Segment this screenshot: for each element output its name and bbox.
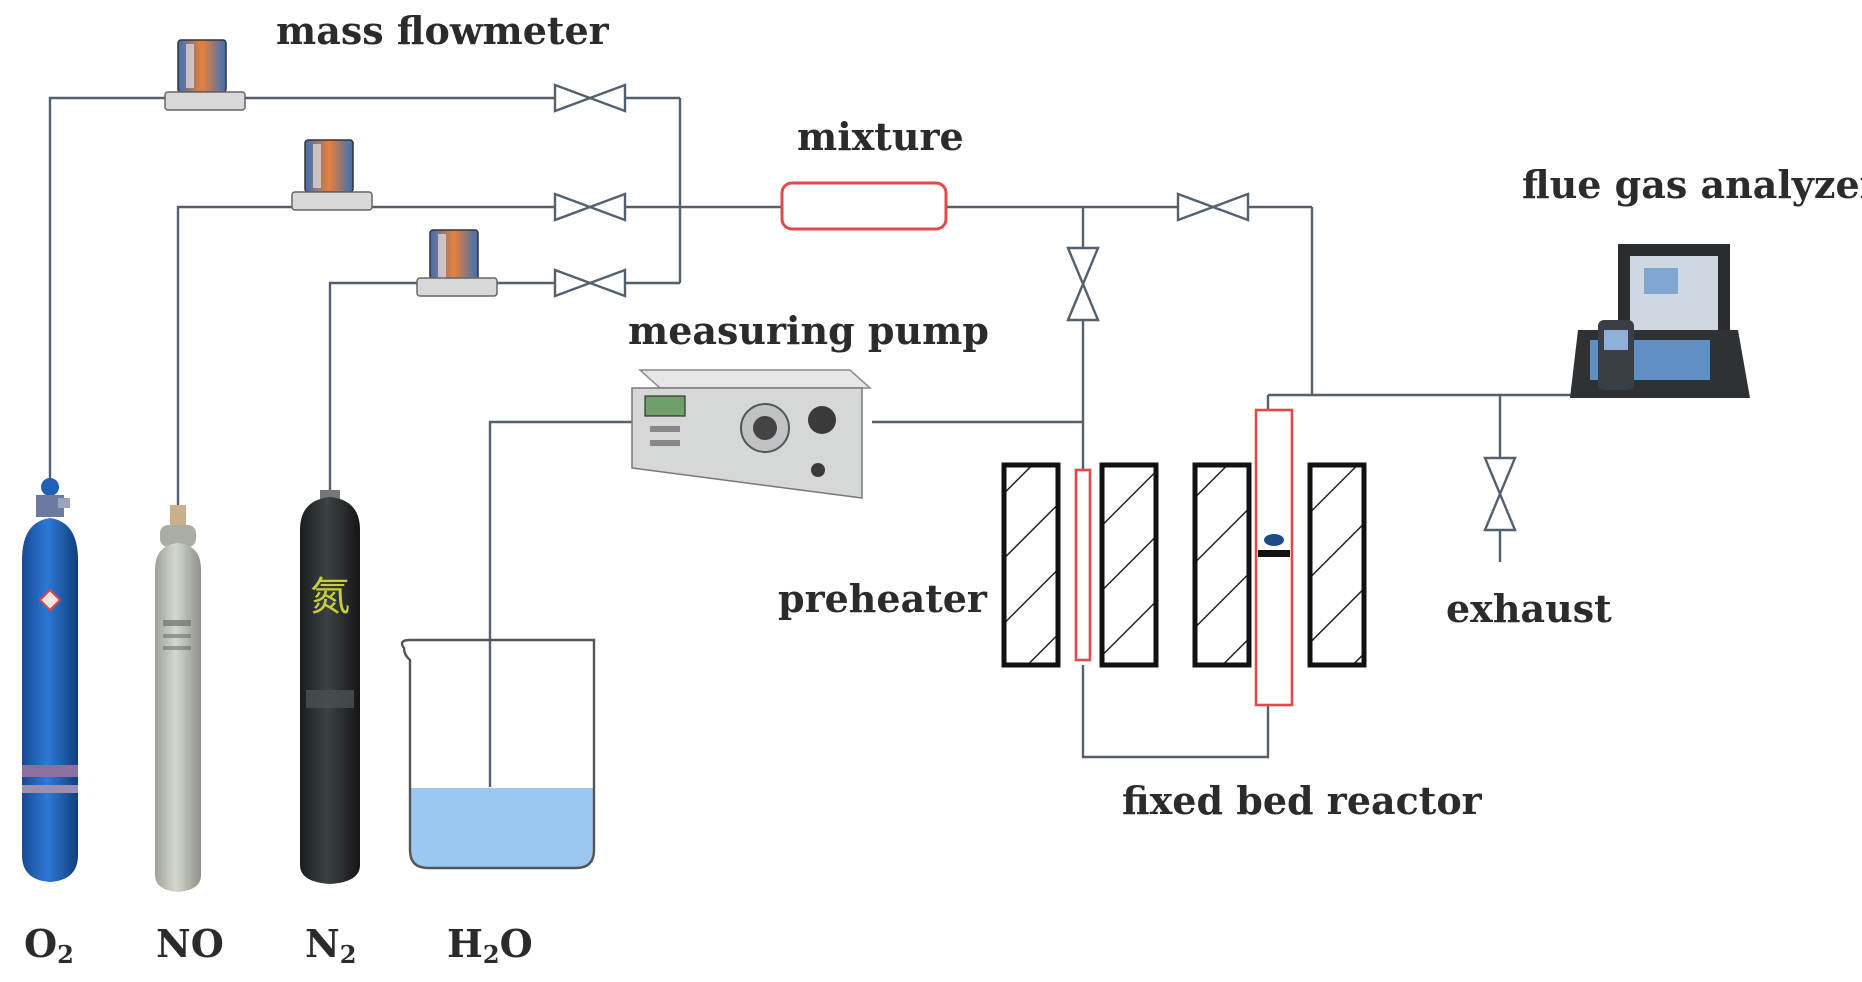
label-preheater: preheater [778, 576, 987, 621]
mass-flowmeter-no [291, 139, 373, 211]
valve-no-line [553, 192, 627, 222]
label-h2o: H2O [447, 925, 533, 967]
h2o-tail: O [499, 921, 533, 966]
label-o2: O2 [24, 925, 74, 967]
mass-flowmeter-n2 [416, 229, 498, 297]
h2o-subscript: 2 [482, 940, 500, 969]
o2-cylinder [22, 478, 78, 882]
n2-subscript: 2 [339, 940, 357, 969]
label-exhaust: exhaust [1446, 586, 1612, 631]
catalyst-sample [1264, 534, 1284, 546]
label-flue-gas-analyzer: flue gas analyzer [1522, 162, 1862, 207]
no-base: NO [156, 921, 224, 966]
n2-base: N [305, 921, 340, 966]
preheater-tube [1074, 468, 1092, 662]
reactor-furnace-left [1192, 462, 1252, 668]
piping [48, 96, 1578, 787]
label-measuring-pump: measuring pump [628, 308, 989, 353]
n2-cylinder [300, 490, 360, 884]
label-n2: N2 [305, 925, 356, 967]
valve-o2-line [553, 83, 627, 113]
preheater-furnace-left [1001, 462, 1061, 668]
no-cylinder [155, 505, 201, 892]
valve-preheater-feed [1066, 246, 1100, 322]
o2-base: O [24, 921, 58, 966]
flue-gas-analyzer [1570, 244, 1750, 398]
o2-subscript: 2 [57, 940, 74, 969]
valve-exhaust [1483, 456, 1517, 532]
n2-cylinder-glyph: 氮 [310, 574, 350, 620]
h2o-base: H [447, 921, 483, 966]
label-mass-flowmeter: mass flowmeter [276, 8, 609, 53]
valve-bypass [1176, 192, 1250, 222]
preheater-furnace-right [1099, 462, 1159, 668]
measuring-pump [631, 369, 872, 499]
label-mixture: mixture [797, 114, 964, 159]
valve-n2-line [553, 268, 627, 298]
label-no: NO [156, 925, 224, 963]
catalyst-bed [1258, 550, 1290, 557]
mixture-vessel [780, 181, 948, 231]
water-beaker [400, 638, 596, 870]
reactor-tube [1254, 408, 1294, 707]
mass-flowmeter-o2 [164, 39, 246, 111]
label-fixed-bed-reactor: fixed bed reactor [1122, 778, 1482, 823]
reactor-furnace-right [1307, 462, 1367, 668]
